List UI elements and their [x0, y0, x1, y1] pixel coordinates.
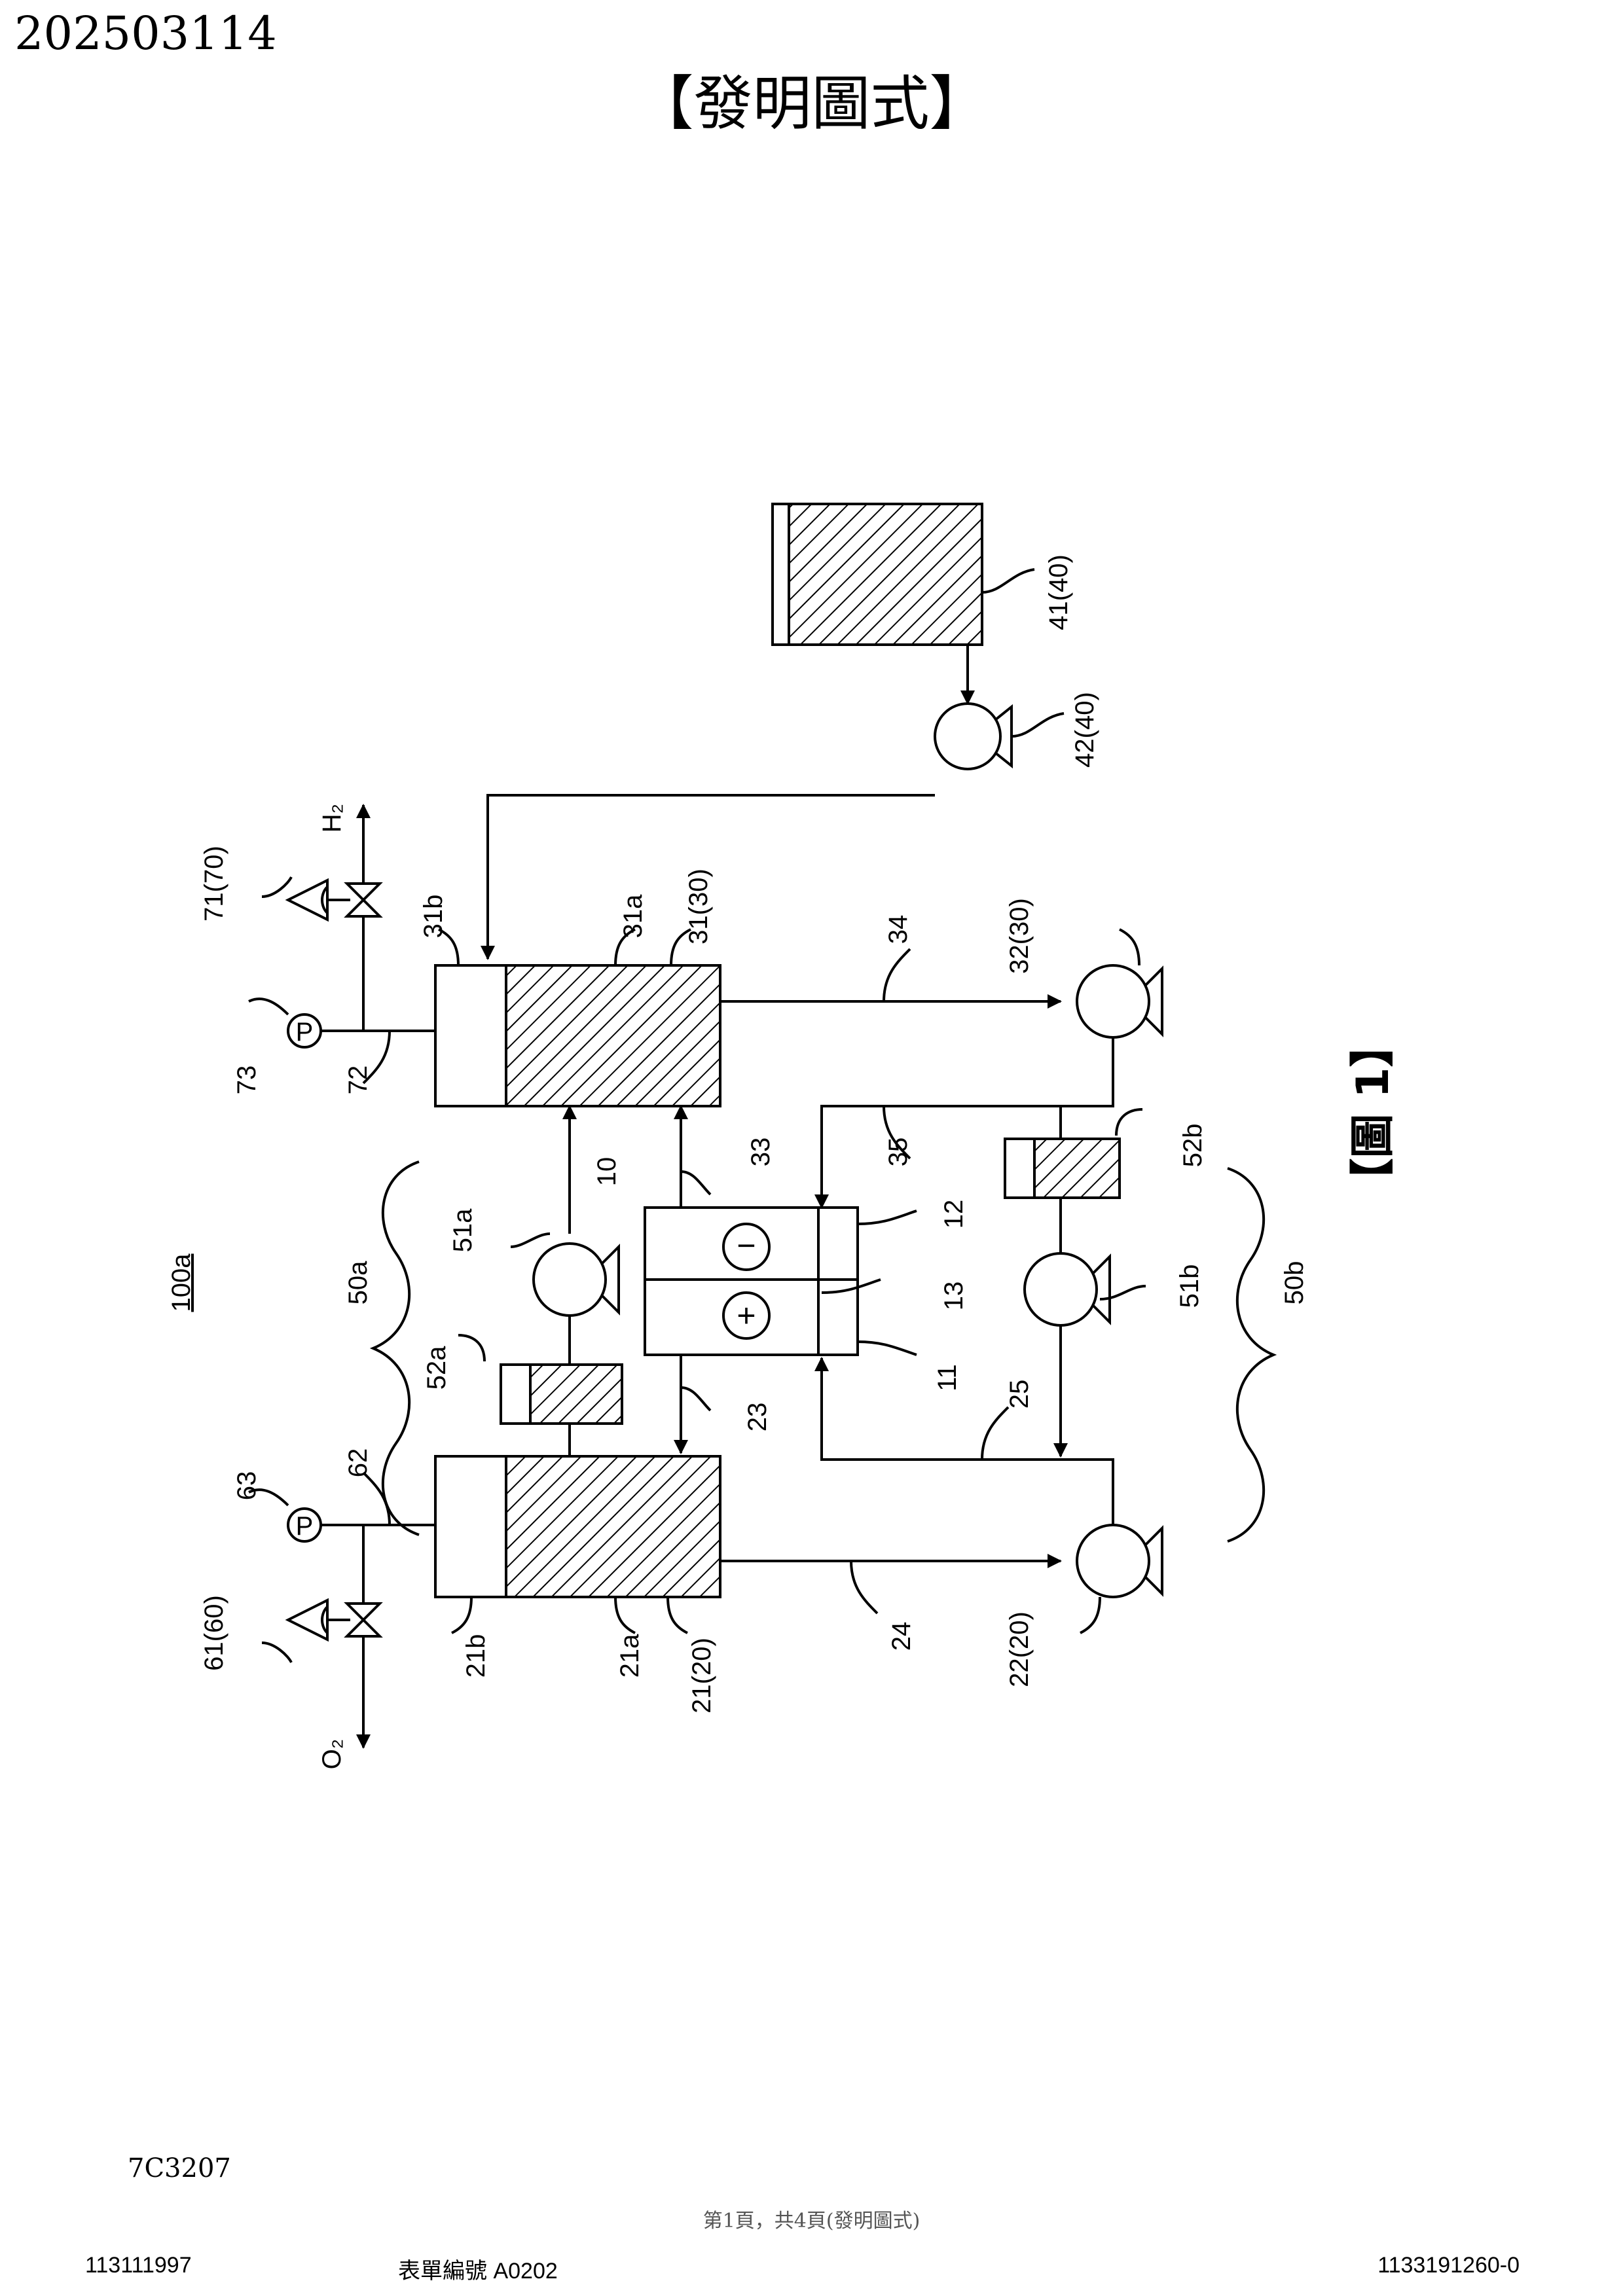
- label-61: 61(60): [200, 1595, 228, 1671]
- pump-32: [1077, 965, 1162, 1037]
- label-52a: 52a: [422, 1346, 451, 1390]
- label-31: 31(30): [684, 869, 713, 944]
- label-100a-system: 100a: [167, 1253, 196, 1312]
- tank-21: [435, 1456, 720, 1597]
- sign-plus: +: [737, 1297, 756, 1334]
- label-35: 35: [884, 1138, 913, 1167]
- label-13: 13: [939, 1282, 968, 1311]
- label-50a: 50a: [344, 1261, 373, 1304]
- label-p-top: P: [296, 1018, 314, 1047]
- label-41: 41(40): [1044, 554, 1073, 630]
- label-p-bottom: P: [296, 1512, 314, 1541]
- tank-31: [435, 965, 720, 1106]
- sign-minus: −: [737, 1227, 756, 1264]
- label-62: 62: [344, 1448, 373, 1478]
- pump-42: [935, 704, 1012, 769]
- tank-41: [773, 504, 982, 645]
- form-number: 表單編號 A0202: [398, 2253, 558, 2285]
- footer-right-code: 1133191260-0: [1377, 2253, 1520, 2278]
- label-11: 11: [933, 1364, 962, 1391]
- label-32: 32(30): [1005, 898, 1034, 974]
- label-22: 22(20): [1005, 1611, 1034, 1687]
- footer-left-code: 113111997: [85, 2253, 192, 2278]
- label-21a: 21a: [615, 1634, 644, 1677]
- label-25: 25: [1005, 1380, 1034, 1409]
- label-51a: 51a: [448, 1208, 477, 1252]
- label-31b: 31b: [419, 895, 448, 939]
- label-51b: 51b: [1175, 1265, 1204, 1308]
- label-o2: O₂: [318, 1739, 346, 1770]
- label-33: 33: [746, 1138, 775, 1167]
- label-34: 34: [884, 915, 913, 944]
- document-code: 7C3207: [128, 2153, 231, 2183]
- label-21b: 21b: [462, 1634, 490, 1678]
- label-21: 21(20): [687, 1638, 716, 1713]
- label-31a: 31a: [619, 894, 647, 938]
- label-52b: 52b: [1178, 1124, 1207, 1168]
- label-42: 42(40): [1070, 692, 1099, 768]
- label-23: 23: [743, 1403, 772, 1432]
- label-50b: 50b: [1280, 1261, 1309, 1305]
- pump-22: [1077, 1525, 1162, 1597]
- label-24: 24: [887, 1622, 916, 1651]
- figure-label: 【圖 1】: [1347, 1023, 1399, 1203]
- label-h2: H₂: [318, 804, 346, 833]
- page-info: 第1頁，共4頁(發明圖式): [0, 2204, 1623, 2233]
- label-73: 73: [232, 1066, 261, 1095]
- label-12: 12: [939, 1200, 968, 1229]
- label-72: 72: [344, 1066, 373, 1095]
- label-10: 10: [593, 1157, 621, 1187]
- label-63: 63: [232, 1471, 261, 1501]
- label-71: 71(70): [200, 846, 228, 922]
